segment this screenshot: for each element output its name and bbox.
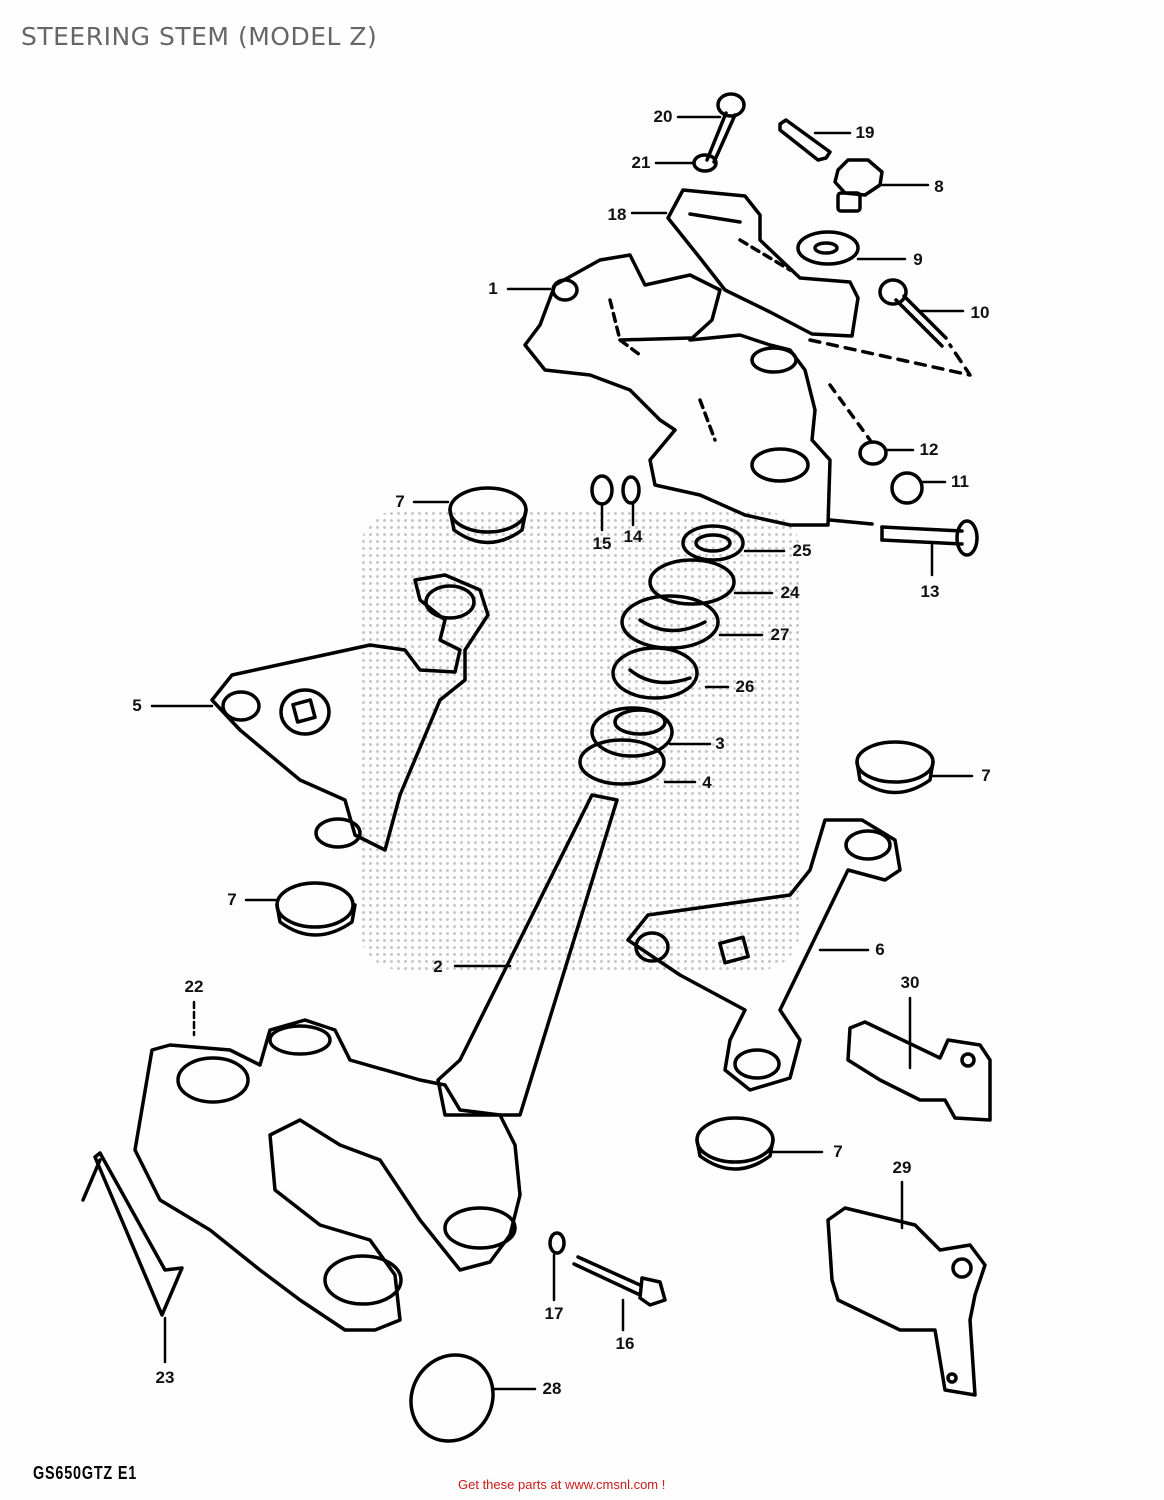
callout-9: 9 [913, 250, 923, 269]
part-15-nut-icon [590, 474, 614, 506]
callout-21: 21 [631, 153, 651, 172]
callout-12: 12 [919, 440, 939, 459]
part-26-bearing-icon [611, 646, 699, 700]
part-24-stemnut-icon [648, 558, 736, 606]
callout-14: 14 [623, 527, 643, 546]
callout-16: 16 [615, 1334, 635, 1353]
part-23-label-icon [81, 1151, 184, 1317]
part-16-bolt-icon [572, 1255, 667, 1307]
leader-lines [150, 115, 974, 1391]
part-13-bolt-icon [880, 519, 979, 557]
part-5-headlamp-bracket-icon [210, 573, 490, 852]
part-27-race-icon [620, 594, 720, 650]
callout-18: 18 [607, 205, 627, 224]
callout-2: 2 [433, 957, 443, 976]
callout-30: 30 [900, 973, 920, 992]
callout-22: 22 [184, 977, 204, 996]
part-1-upper-bracket-icon [523, 253, 832, 527]
part-12-washer-icon [858, 440, 888, 466]
callout-19: 19 [855, 123, 875, 142]
part-4-dustseal-icon [578, 738, 666, 786]
callout-7: 7 [981, 766, 991, 785]
part-25-locknut-icon [681, 524, 745, 562]
callout-5: 5 [132, 696, 142, 715]
part-7-cushion-icon [275, 881, 357, 937]
callout-1: 1 [488, 279, 498, 298]
part-6-headlamp-bracket-icon [626, 818, 902, 1092]
part-9-washer-icon [796, 230, 860, 266]
callout-29: 29 [892, 1158, 912, 1177]
part-14-washer-icon [621, 475, 641, 505]
part-10-bolt-icon [878, 278, 948, 348]
callout-27: 27 [770, 625, 790, 644]
part-19-plate-icon [778, 118, 832, 162]
callout-7: 7 [833, 1142, 843, 1161]
part-28-cap-icon [409, 1353, 495, 1443]
part-2-steering-stem-icon [436, 793, 619, 1117]
callout-28: 28 [542, 1379, 562, 1398]
part-17-washer-icon [548, 1231, 566, 1255]
cmsnl-link[interactable]: Get these parts at www.cmsnl.com ! [458, 1477, 666, 1492]
part-30-lock-icon [846, 1020, 992, 1122]
part-11-cap-icon [890, 471, 924, 505]
part-7-cushion-icon [448, 486, 528, 545]
watermark [360, 510, 800, 970]
part-18-holder-icon [666, 188, 860, 338]
part-22-lower-bracket-icon [133, 1018, 522, 1332]
part-8-bolt-icon [833, 158, 884, 213]
callout-7: 7 [395, 492, 405, 511]
callout-3: 3 [715, 734, 725, 753]
callout-17: 17 [544, 1304, 564, 1323]
callout-15: 15 [592, 534, 612, 553]
page-title: STEERING STEM (MODEL Z) [21, 22, 378, 51]
model-code: GS650GTZ E1 [33, 1463, 138, 1483]
part-7-cushion-icon [695, 1116, 775, 1171]
callout-8: 8 [934, 177, 944, 196]
part-7-cushion-icon [855, 740, 935, 795]
part-20-bolt-icon [705, 92, 746, 164]
callout-20: 20 [653, 107, 673, 126]
callout-26: 26 [735, 677, 755, 696]
callout-23: 23 [155, 1368, 175, 1387]
part-3-bearing-icon [590, 706, 674, 758]
part-29-steering-lock-icon [826, 1206, 987, 1397]
callout-25: 25 [792, 541, 812, 560]
callout-11: 11 [951, 472, 969, 491]
callout-6: 6 [875, 940, 885, 959]
callout-10: 10 [970, 303, 990, 322]
callout-13: 13 [920, 582, 940, 601]
callout-4: 4 [702, 773, 712, 792]
callout-24: 24 [780, 583, 800, 602]
callout-7: 7 [227, 890, 237, 909]
